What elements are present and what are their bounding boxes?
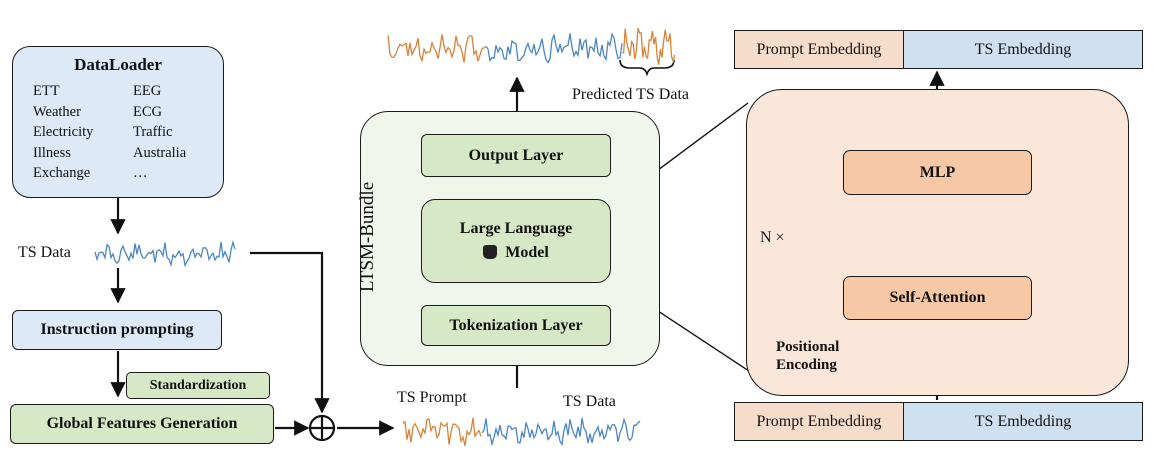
dataset-item: Illness — [33, 144, 71, 161]
bottom-ts-embedding: TS Embedding — [904, 403, 1142, 440]
repeat-label: N × — [760, 229, 785, 246]
dataset-item: EEG — [133, 83, 162, 99]
prediction-future-wave — [621, 27, 676, 65]
prediction-prompt-wave — [387, 34, 487, 63]
robot-head-icon — [483, 245, 498, 259]
transformer-block-panel — [746, 89, 1129, 396]
dataset-item: Traffic — [133, 124, 173, 140]
ltsm-bundle-label: LTSM-Bundle — [357, 181, 378, 292]
llm-line1: Large Language — [459, 220, 573, 237]
top-ts-embedding: TS Embedding — [904, 31, 1142, 68]
llm-box: Large Language Model — [421, 199, 611, 283]
top-prompt-embedding: Prompt Embedding — [735, 31, 904, 68]
ts-data-label: TS Data — [18, 244, 71, 261]
predicted-ts-label: Predicted TS Data — [572, 86, 690, 103]
ts-input-wave — [481, 417, 641, 447]
positional-line2: Encoding — [776, 357, 837, 373]
prediction-history-wave — [485, 32, 623, 64]
ts-data-bottom-label: TS Data — [563, 393, 616, 410]
bottom-prompt-embedding: Prompt Embedding — [735, 403, 904, 440]
ts-data-wave — [94, 239, 236, 268]
dataset-item: Australia — [133, 144, 187, 161]
combine-plus-icon — [308, 414, 336, 442]
dataset-item: Electricity — [33, 124, 94, 140]
dataset-item: ECG — [133, 103, 162, 120]
positional-line1: Positional — [776, 339, 840, 355]
llm-line2-row: Model — [422, 244, 610, 262]
dataset-item: Exchange — [33, 165, 91, 181]
bottom-embedding-bar: Prompt Embedding TS Embedding — [734, 402, 1143, 441]
predicted-brace — [619, 59, 675, 77]
tokenization-layer-box: Tokenization Layer — [421, 305, 611, 346]
arrow-tsdata-to-combine — [250, 251, 330, 414]
dataset-item: Weather — [33, 103, 81, 120]
standardization-box: Standardization — [126, 372, 270, 399]
dataset-item: ETT — [33, 83, 60, 99]
output-layer-box: Output Layer — [421, 134, 611, 177]
ts-prompt-wave — [402, 417, 482, 447]
llm-line2: Model — [505, 244, 549, 261]
ts-prompt-label: TS Prompt — [397, 389, 467, 406]
instruction-prompting-box: Instruction prompting — [12, 310, 222, 350]
dataloader-title: DataLoader — [74, 55, 162, 74]
self-attention-box: Self-Attention — [843, 276, 1032, 320]
top-embedding-bar: Prompt Embedding TS Embedding — [734, 30, 1143, 69]
mlp-box: MLP — [843, 150, 1032, 195]
dataset-item: … — [133, 165, 148, 181]
global-features-box: Global Features Generation — [10, 404, 274, 444]
